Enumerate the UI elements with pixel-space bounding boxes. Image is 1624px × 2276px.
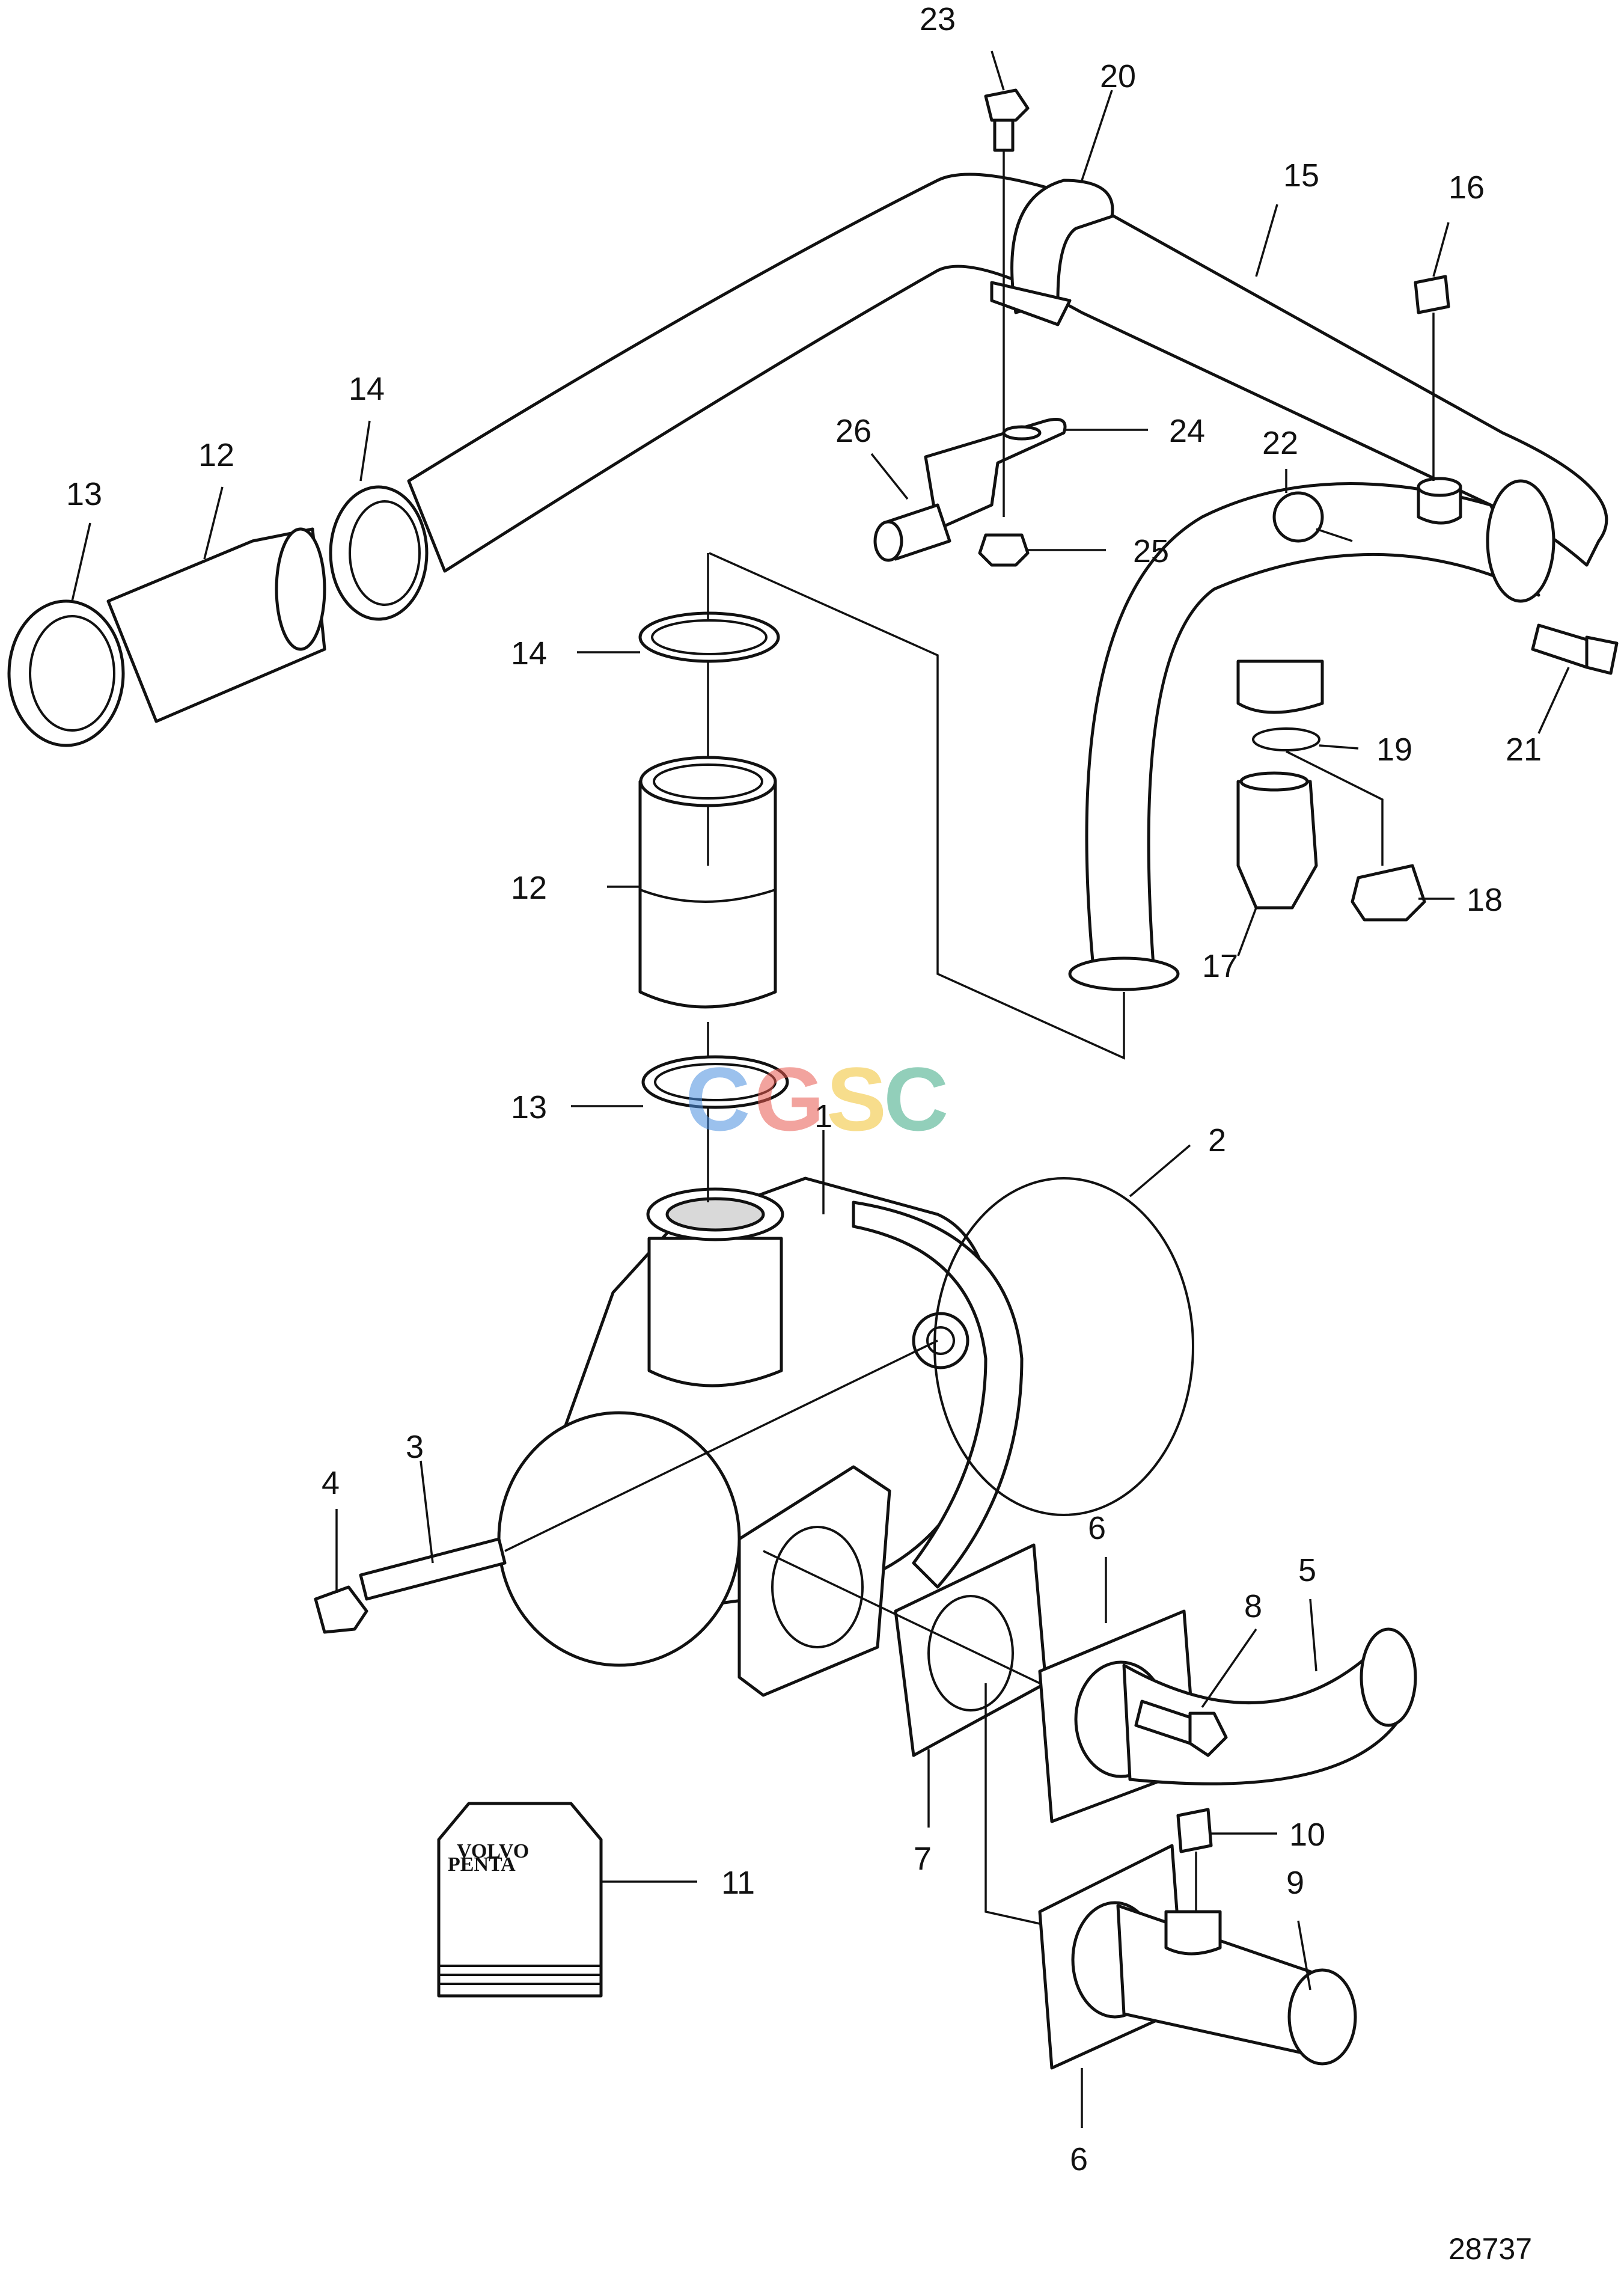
callout-14-center: 14 (511, 635, 547, 671)
callouts: 23 20 15 16 14 12 13 26 24 22 25 14 19 2… (66, 1, 1542, 2177)
callout-11: 11 (721, 1865, 755, 1901)
callout-5: 5 (1298, 1552, 1316, 1588)
pipe-9 (1116, 1904, 1357, 2066)
o-ring-2 (933, 1177, 1194, 1516)
stud-3 (359, 1537, 507, 1601)
nut-25 (978, 533, 1030, 567)
callout-24: 24 (1169, 413, 1205, 449)
watermark-logo: C G S C (685, 1048, 948, 1149)
clamp-14-center (638, 611, 780, 663)
sensor-17 (1236, 771, 1318, 910)
coolant-pipe-15 (407, 173, 1608, 991)
pipe-clamp-20 (990, 179, 1114, 326)
callout-21: 21 (1506, 732, 1542, 768)
bolt-23 (984, 88, 1030, 152)
callout-22: 22 (1262, 425, 1298, 461)
bolt-8 (1134, 1699, 1228, 1757)
callout-7: 7 (914, 1841, 932, 1877)
callout-25: 25 (1133, 533, 1169, 569)
callout-9: 9 (1286, 1865, 1304, 1901)
leader-lines (71, 50, 1570, 2128)
callout-10: 10 (1289, 1817, 1325, 1853)
clamp-14-upper (329, 485, 429, 621)
callout-15: 15 (1283, 158, 1319, 194)
callout-2: 2 (1208, 1122, 1226, 1158)
nut-4 (314, 1585, 368, 1634)
plug-10 (1176, 1808, 1213, 1853)
plug-16 (1414, 275, 1450, 314)
callout-13-center: 13 (511, 1089, 547, 1125)
watermark-letter: G (754, 1048, 825, 1149)
bracket-24 (924, 418, 1067, 531)
callout-6-lower: 6 (1070, 2141, 1088, 2177)
o-ring-19 (1252, 727, 1320, 751)
callout-26: 26 (835, 413, 872, 449)
plug-18 (1351, 864, 1426, 922)
callout-8: 8 (1244, 1588, 1262, 1624)
callout-4: 4 (322, 1465, 340, 1501)
hose-12-center (638, 756, 777, 1009)
kit-label-line2: PENTA (448, 1853, 516, 1876)
watermark-letter: C (884, 1048, 948, 1149)
callout-18: 18 (1467, 882, 1503, 918)
spacer-22 (1272, 491, 1324, 543)
elbow-5 (1122, 1627, 1417, 1785)
callout-3: 3 (406, 1429, 424, 1465)
callout-13-upper: 13 (66, 476, 102, 512)
drawing-number: 28737 (1448, 2232, 1532, 2266)
bolt-21 (1531, 623, 1619, 675)
repair-kit-11: VOLVO PENTA (437, 1802, 603, 1998)
callout-23: 23 (920, 1, 956, 37)
callout-12-center: 12 (511, 870, 547, 906)
callout-19: 19 (1376, 732, 1412, 768)
callout-16: 16 (1448, 170, 1485, 206)
callout-20: 20 (1100, 58, 1136, 94)
callout-12-upper: 12 (198, 437, 234, 473)
callout-14-upper: 14 (349, 371, 385, 407)
callout-6-upper: 6 (1088, 1510, 1106, 1546)
stud-26 (873, 503, 951, 562)
clamp-13-upper (7, 599, 125, 747)
watermark-letter: S (826, 1048, 887, 1149)
callout-17: 17 (1202, 948, 1238, 984)
watermark-letter: C (685, 1048, 750, 1149)
callout-1: 1 (814, 1098, 832, 1134)
clamp-13-center (641, 1055, 789, 1109)
gasket-pump-flange (737, 1465, 891, 1697)
kit-label-line1: VOLVO (457, 1840, 529, 1862)
hose-12-upper (106, 527, 326, 723)
